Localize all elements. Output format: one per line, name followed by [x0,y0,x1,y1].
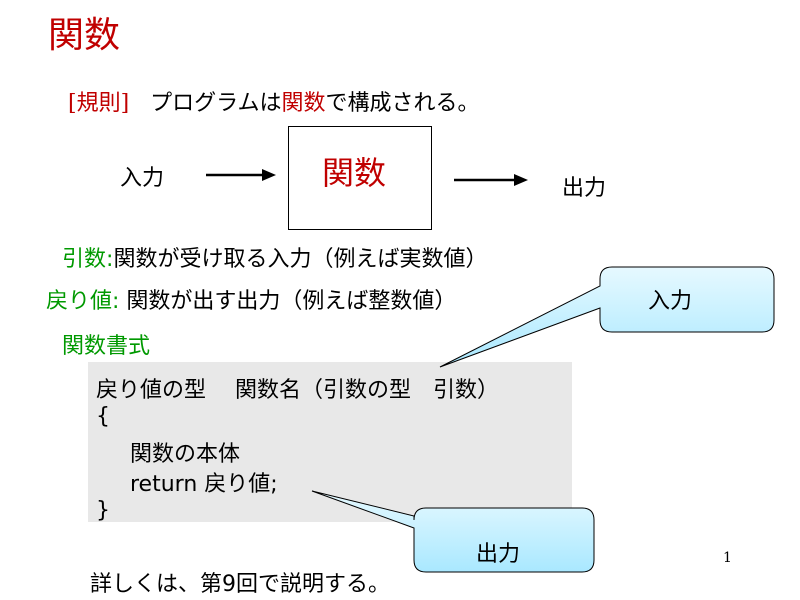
rule-tag: [規則] [68,91,130,116]
output-arrow [454,174,528,186]
definition-description: 関数が受け取る入力（例えば実数値） [113,247,488,272]
definition-term: 戻り値 [46,289,113,314]
footer-note: 詳しくは、第9回で説明する。 [90,572,390,597]
code-line: { [96,404,110,429]
definition-return-value: 戻り値: 関数が出す出力（例えば整数値） [46,283,456,315]
rule-highlight: 関数 [281,91,326,116]
code-line: 戻り値の型 関数名（引数の型 引数） [96,378,499,403]
page-number: 1 [723,550,732,566]
callout-input-label: 入力 [648,289,693,314]
code-line: return 戻り値; [130,472,278,497]
code-line: } [96,498,110,523]
function-box [288,126,432,230]
rule-statement: [規則] プログラムは関数で構成される。 [68,85,480,117]
callout-output-bubble [311,490,595,573]
function-box-label: 関数 [322,154,387,192]
callout-input-bubble [439,266,775,368]
slide-title: 関数 [48,15,121,56]
diagram-output-label: 出力 [562,176,607,201]
rule-text-after: で構成される。 [325,91,480,116]
diagram-input-label: 入力 [120,166,165,191]
definition-separator: : [106,247,114,272]
input-arrow [206,169,276,181]
definition-separator: : [112,289,127,314]
definition-description: 関数が出す出力（例えば整数値） [126,289,457,314]
rule-text-before: プログラムは [150,91,282,116]
definition-term: 引数 [62,247,107,272]
definition-argument: 引数:関数が受け取る入力（例えば実数値） [62,241,487,273]
code-line: 関数の本体 [130,442,241,467]
callout-output-label: 出力 [476,542,521,567]
format-heading: 関数書式 [62,334,151,359]
